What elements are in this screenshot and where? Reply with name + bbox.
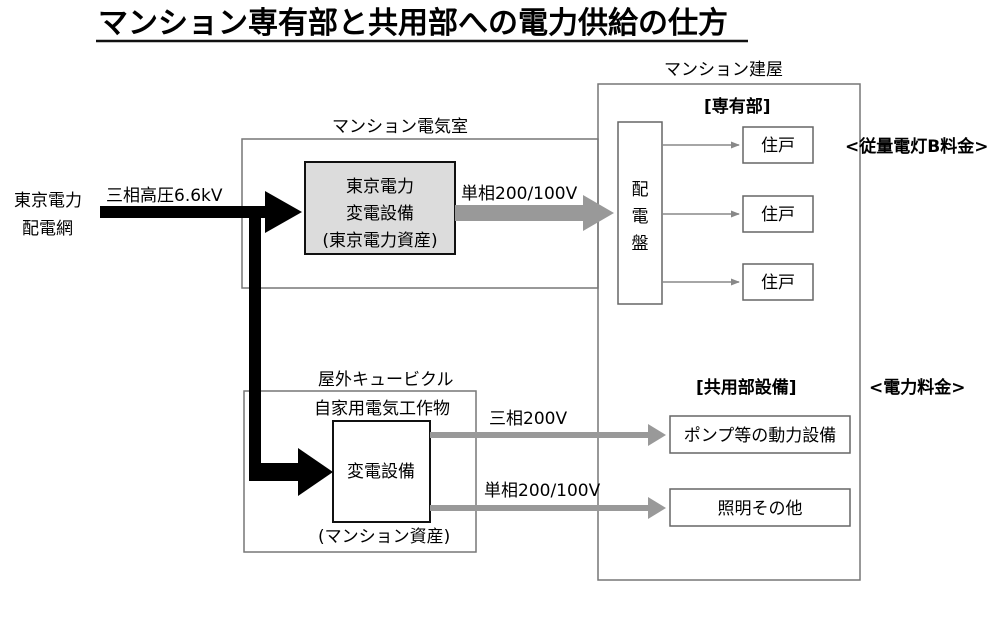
- private-section-label: [専有部]: [704, 96, 771, 117]
- building-box: [597, 83, 861, 581]
- cubicle-sublabel: 自家用電気工作物: [314, 399, 450, 419]
- cubicle-box: [243, 390, 477, 553]
- arrow-to-distribution-panel: [455, 195, 614, 231]
- tepco-substation-line1: 東京電力: [346, 177, 414, 197]
- lighting-box: [669, 488, 851, 527]
- electric-room-output-label: 単相200/100V: [461, 184, 578, 204]
- distribution-panel-char-1: 配: [632, 180, 649, 200]
- tepco-substation-line3: (東京電力資産): [322, 231, 437, 251]
- electric-room-label: マンション電気室: [332, 117, 468, 137]
- tepco-substation-box: [304, 161, 456, 255]
- pump-equipment-box: [669, 415, 851, 454]
- lighting-label: 照明その他: [718, 499, 803, 519]
- dwelling-box-2: [742, 195, 814, 233]
- arrow-to-lighting: [430, 497, 666, 519]
- distribution-panel-char-3: 盤: [632, 234, 649, 254]
- high-voltage-arrow-cubicle: [249, 448, 333, 496]
- cubicle-substation-label: 変電設備: [347, 462, 415, 482]
- cubicle-output1-label: 三相200V: [489, 409, 567, 429]
- distribution-panel-box: [617, 121, 663, 305]
- private-rate-label: <従量電灯B料金>: [845, 136, 988, 157]
- high-voltage-label: 三相高圧6.6kV: [106, 186, 223, 206]
- pump-equipment-label: ポンプ等の動力設備: [684, 426, 837, 446]
- cubicle-asset-label: (マンション資産): [318, 527, 450, 547]
- high-voltage-vertical-line: [249, 212, 261, 475]
- building-label: マンション建屋: [664, 60, 783, 80]
- arrow-to-pump-equipment: [430, 424, 666, 446]
- high-voltage-arrow-main: [100, 191, 302, 233]
- dwelling-box-3: [742, 263, 814, 301]
- diagram-title: マンション専有部と共用部への電力供給の仕方: [98, 6, 728, 41]
- cubicle-substation-box: [332, 420, 431, 523]
- dwelling-box-1: [742, 126, 814, 164]
- common-rate-label: <電力料金>: [869, 377, 966, 398]
- distribution-panel-char-2: 電: [632, 207, 649, 227]
- common-section-label: [共用部設備]: [696, 377, 797, 398]
- cubicle-label: 屋外キュービクル: [318, 370, 454, 390]
- dwelling-label-2: 住戸: [761, 205, 795, 225]
- grid-label-line1: 東京電力: [14, 191, 82, 211]
- cubicle-output2-label: 単相200/100V: [484, 481, 601, 501]
- dwelling-label-1: 住戸: [761, 136, 795, 156]
- tepco-substation-line2: 変電設備: [346, 204, 414, 224]
- dwelling-label-3: 住戸: [761, 273, 795, 293]
- grid-label-line2: 配電網: [22, 219, 73, 239]
